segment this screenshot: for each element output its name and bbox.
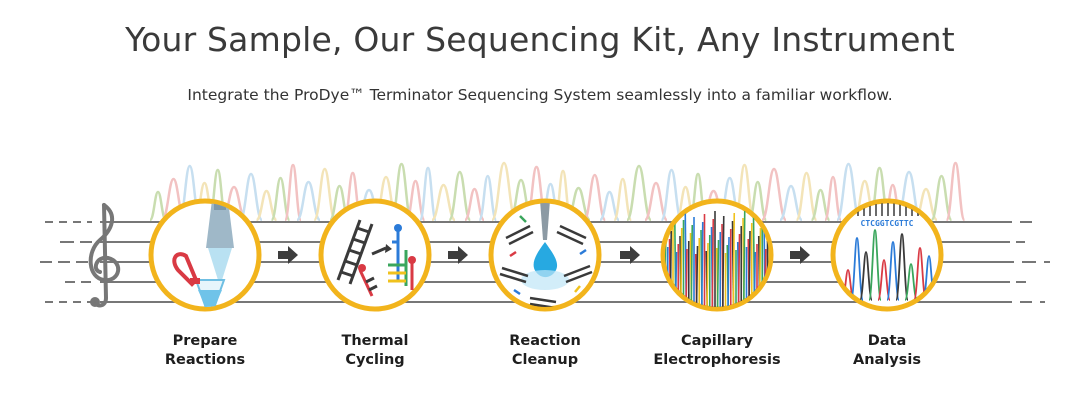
arrow-icon — [790, 246, 810, 264]
signal-trace — [706, 242, 709, 307]
step-label-reaction-cleanup: Reaction Cleanup — [465, 332, 625, 370]
electropherogram-icon — [660, 198, 774, 312]
chromatogram-peak — [850, 237, 864, 301]
background-peak — [945, 161, 966, 222]
background-peak — [613, 177, 633, 222]
background-peak — [490, 161, 518, 222]
background-peak — [478, 174, 498, 222]
chromatogram-peak — [877, 259, 891, 301]
background-peak — [760, 167, 788, 222]
background-peak — [448, 170, 472, 222]
step-label-line: Cleanup — [511, 352, 579, 368]
step-label-line: Reactions — [164, 352, 246, 368]
arrow-icon — [448, 246, 468, 264]
background-peak — [295, 180, 322, 222]
chromatogram-peak — [868, 229, 882, 301]
signal-trace — [711, 218, 715, 307]
step-label-data-analysis: Data Analysis — [807, 332, 967, 370]
signal-trace — [690, 224, 694, 307]
step-label-line: Capillary — [680, 333, 754, 349]
background-peak — [625, 164, 653, 222]
sequence-text: CTCGGTCGTTC — [861, 219, 914, 228]
step-label-thermal-cycling: Thermal Cycling — [295, 332, 455, 370]
step-label-line: Data — [867, 333, 907, 349]
background-peak — [430, 183, 457, 222]
chromatogram-peak — [913, 247, 927, 301]
background-peak — [283, 163, 303, 222]
signal-trace — [732, 212, 736, 307]
signal-trace — [742, 209, 746, 307]
background-peak — [660, 168, 683, 222]
arrow-icon — [278, 246, 298, 264]
step-label-line: Reaction — [509, 333, 581, 349]
treble-clef-icon — [88, 203, 120, 308]
background-peak — [148, 190, 168, 222]
signal-trace — [727, 236, 730, 307]
chromatogram-peak — [895, 233, 909, 301]
signal-trace — [758, 227, 762, 307]
background-peak — [238, 172, 264, 222]
step-label-line: Cycling — [345, 352, 405, 368]
step-label-capillary-electrophoresis: Capillary Electrophoresis — [637, 332, 797, 370]
page-subtitle: Integrate the ProDye™ Terminator Sequenc… — [187, 86, 893, 104]
page-title: Your Sample, Our Sequencing Kit, Any Ins… — [125, 20, 955, 59]
chromatogram-icon: CTCGGTCGTTC — [830, 198, 944, 312]
background-peak — [930, 174, 953, 222]
background-peak — [583, 173, 607, 222]
arrow-icon — [620, 246, 640, 264]
signal-trace — [700, 221, 704, 307]
pipette-tube-icon — [148, 198, 262, 312]
background-peak — [795, 171, 818, 222]
dna-strands-icon — [318, 198, 432, 312]
step-label-prepare-reactions: Prepare Reactions — [125, 332, 285, 370]
signal-trace — [669, 230, 673, 307]
step-label-line: Prepare — [172, 333, 238, 349]
background-peak — [313, 167, 337, 222]
background-peak — [778, 184, 804, 222]
background-peak — [823, 175, 843, 222]
signal-trace — [737, 233, 741, 307]
signal-trace — [721, 215, 725, 307]
chromatogram-peak — [859, 251, 873, 301]
chromatogram-peak — [904, 263, 918, 301]
signal-trace — [716, 239, 720, 307]
step-label-line: Electrophoresis — [653, 352, 781, 368]
chromatogram-peak — [886, 241, 900, 301]
cleanup-drop-icon — [488, 198, 602, 312]
flow-arrows — [278, 246, 810, 264]
background-peak — [643, 181, 669, 222]
signal-trace — [695, 245, 699, 307]
workflow-diagram: CTCGGTCGTTC — [40, 161, 1050, 312]
step-label-line: Thermal — [341, 333, 409, 349]
step-label-line: Analysis — [853, 352, 921, 368]
background-peak — [418, 166, 438, 222]
